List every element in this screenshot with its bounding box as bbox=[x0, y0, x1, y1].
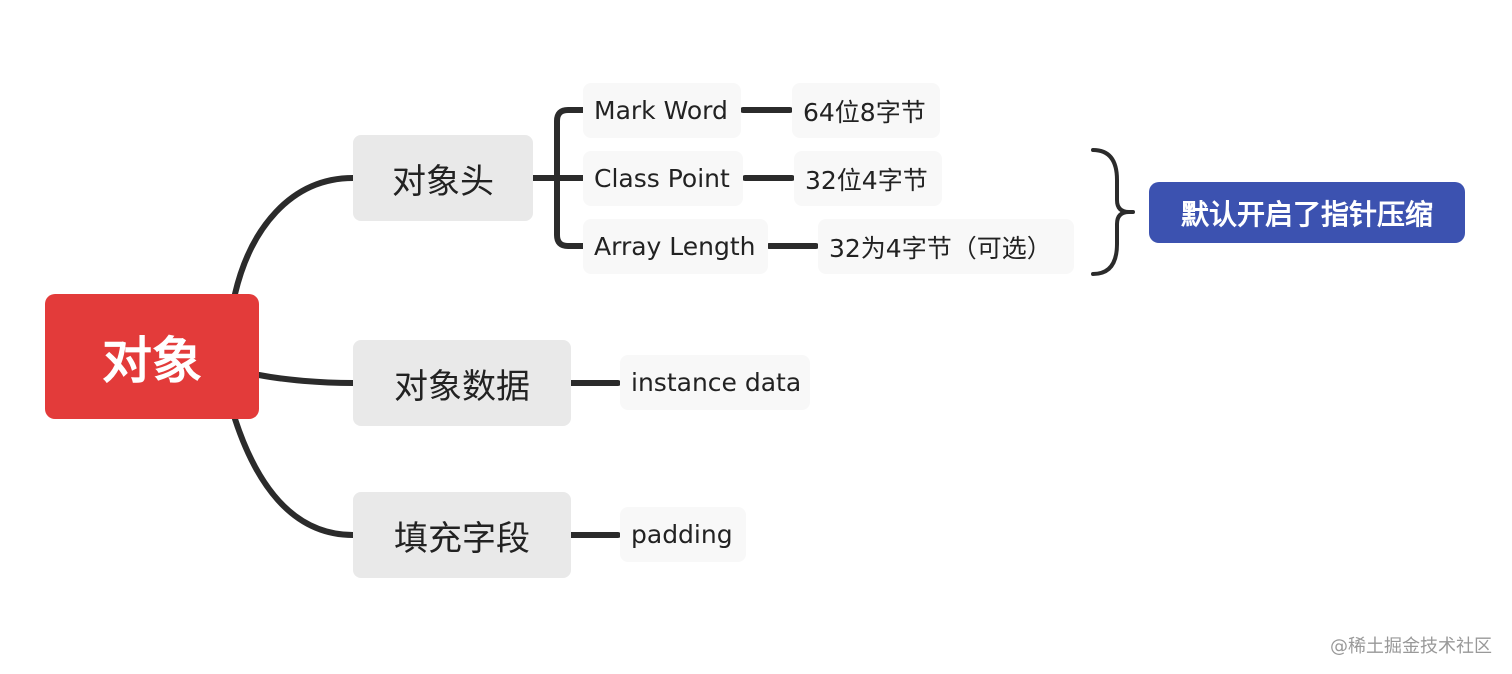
link-root-padding bbox=[232, 416, 356, 538]
watermark-text: @稀土掘金技术社区 bbox=[1330, 636, 1492, 657]
node-mark-word[interactable]: Mark Word bbox=[583, 83, 741, 138]
branch-object-header[interactable]: 对象头 bbox=[353, 135, 533, 221]
branch-padding[interactable]: 填充字段 bbox=[353, 492, 571, 578]
root-node[interactable]: 对象 bbox=[45, 294, 259, 419]
node-mark-word-size[interactable]: 64位8字节 bbox=[792, 83, 940, 138]
link-root-header bbox=[232, 175, 356, 297]
node-array-length[interactable]: Array Length bbox=[583, 219, 768, 274]
node-padding[interactable]: padding bbox=[620, 507, 746, 562]
summary-node[interactable]: 默认开启了指针压缩 bbox=[1149, 182, 1465, 243]
branch-object-data[interactable]: 对象数据 bbox=[353, 340, 571, 426]
node-class-point-size[interactable]: 32位4字节 bbox=[794, 151, 942, 206]
node-instance-data[interactable]: instance data bbox=[620, 355, 810, 410]
node-class-point[interactable]: Class Point bbox=[583, 151, 743, 206]
link-root-data bbox=[256, 372, 356, 386]
node-array-length-size[interactable]: 32为4字节（可选） bbox=[818, 219, 1074, 274]
summary-brace bbox=[1091, 148, 1130, 276]
